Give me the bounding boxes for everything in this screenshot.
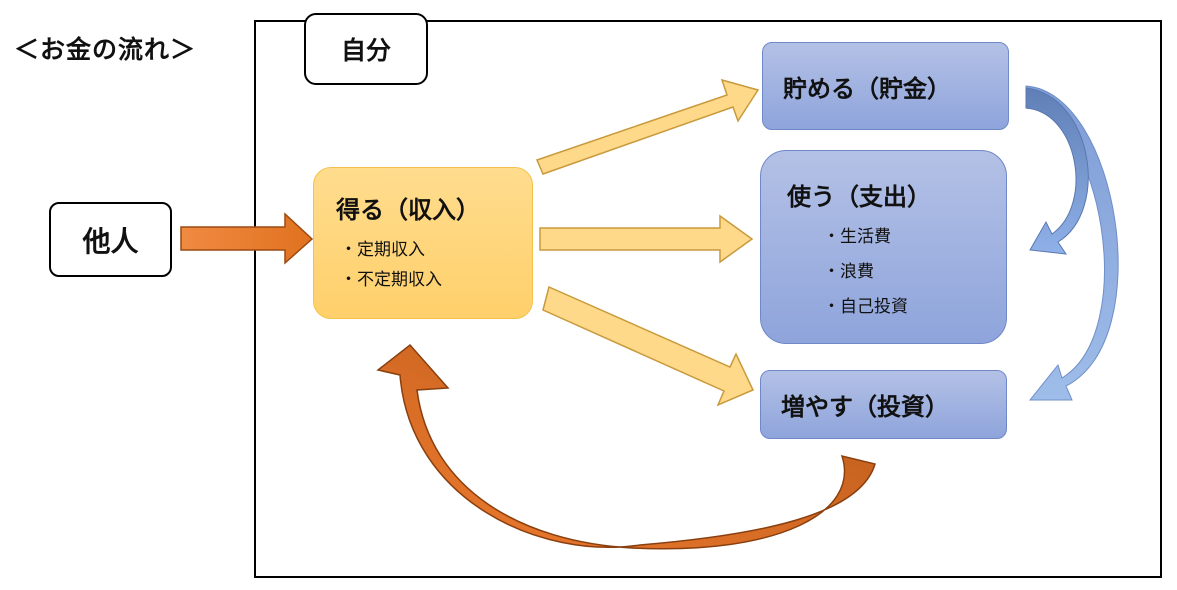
spend-item: ・自己投資 <box>823 297 908 317</box>
others-box: 他人 <box>49 202 172 277</box>
to-invest-arrow <box>542 285 755 407</box>
invest-box: 増やす（投資） <box>760 370 1007 439</box>
return-arrow <box>376 343 876 550</box>
earn-item: ・定期収入 <box>340 240 425 260</box>
earn-box: 得る（収入） ・定期収入 ・不定期収入 <box>313 167 533 319</box>
income-arrow <box>180 212 314 265</box>
to-spend-arrow <box>539 214 754 264</box>
to-save-arrow <box>535 78 760 175</box>
diagram-heading: ＜お金の流れ＞ <box>14 35 197 64</box>
spend-item: ・生活費 <box>823 227 891 247</box>
earn-title: 得る（収入） <box>336 196 480 224</box>
earn-list: ・定期収入 ・不定期収入 <box>336 235 532 295</box>
spend-box: 使う（支出） ・生活費 ・浪費 ・自己投資 <box>760 150 1007 344</box>
save-to-spend-arrow <box>1025 87 1089 255</box>
save-box: 貯める（貯金） <box>762 42 1009 130</box>
save-title: 貯める（貯金） <box>783 74 951 103</box>
self-label: 自分 <box>304 13 428 85</box>
spend-list: ・生活費 ・浪費 ・自己投資 <box>787 220 1006 325</box>
spend-title: 使う（支出） <box>787 183 931 211</box>
invest-title: 増やす（投資） <box>781 393 949 421</box>
self-frame <box>254 20 1162 578</box>
spend-item: ・浪費 <box>823 262 874 282</box>
earn-item: ・不定期収入 <box>340 270 442 290</box>
